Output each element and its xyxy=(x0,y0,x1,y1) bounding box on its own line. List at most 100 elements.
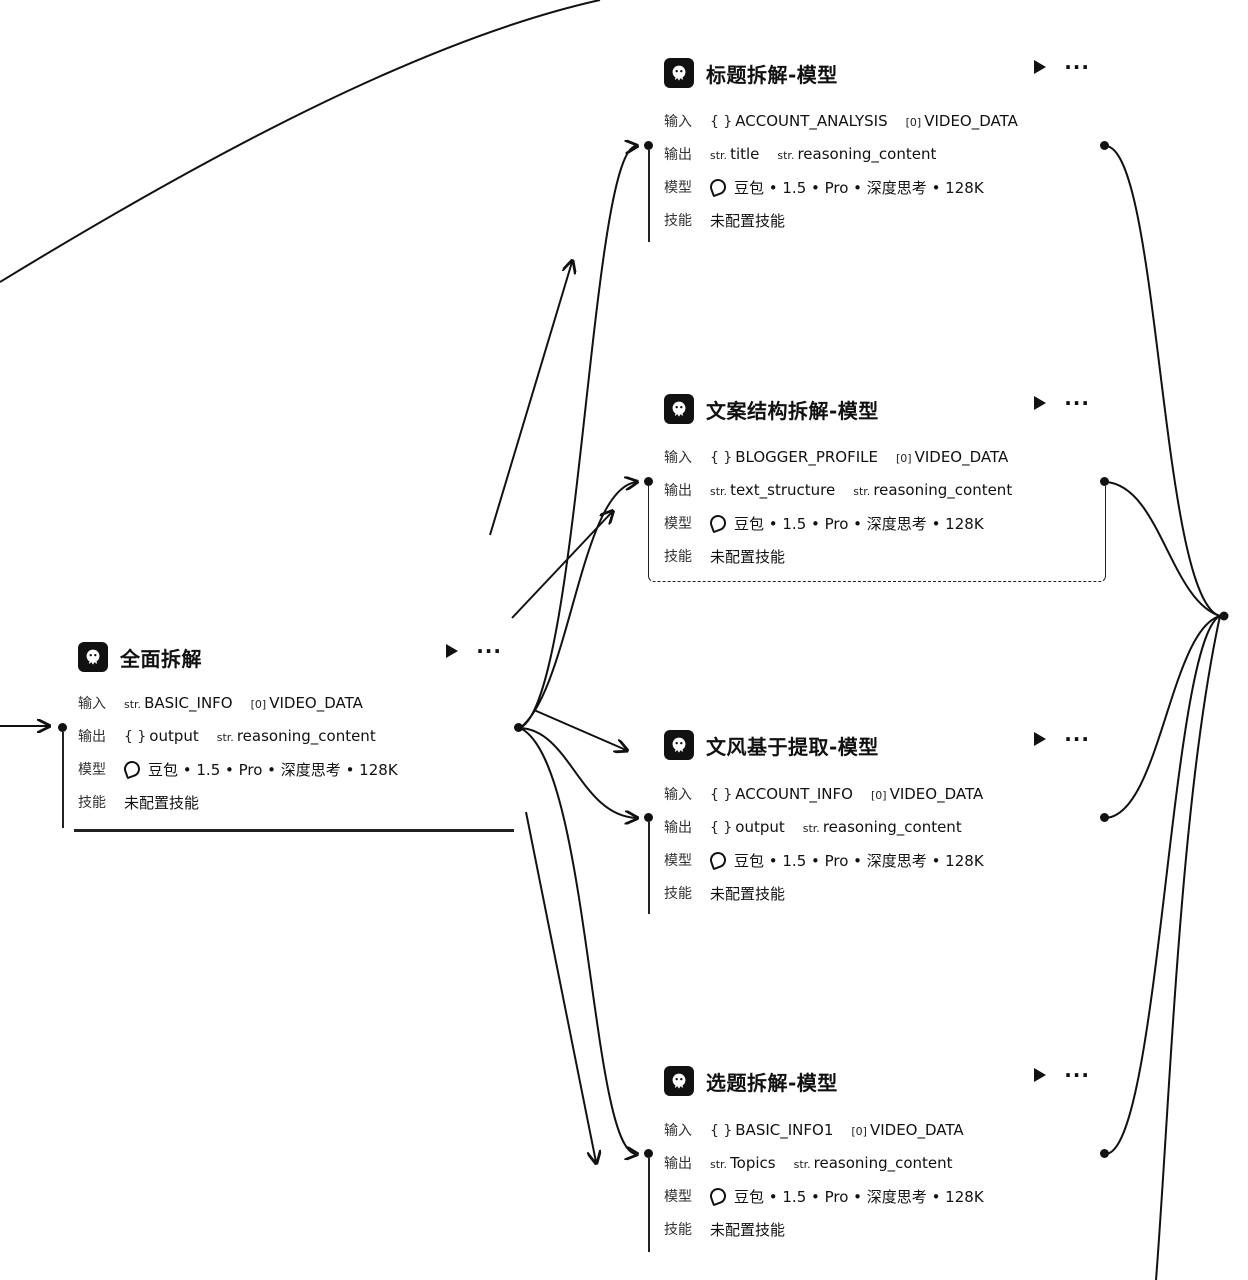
play-icon[interactable] xyxy=(1034,732,1047,746)
play-icon[interactable] xyxy=(1034,396,1047,410)
output-param[interactable]: str.Topics xyxy=(710,1154,776,1172)
node-title: 文风基于提取-模型 xyxy=(706,734,879,759)
output-port[interactable] xyxy=(1100,477,1109,486)
output-label: 输出 xyxy=(78,729,106,745)
input-param[interactable]: [0]VIDEO_DATA xyxy=(906,112,1018,130)
agent-icon xyxy=(664,730,694,760)
type-tag: str. xyxy=(802,822,820,835)
skill-value[interactable]: 未配置技能 xyxy=(710,884,786,903)
param-name: reasoning_content xyxy=(813,1154,953,1172)
model-name[interactable]: 豆包 • 1.5 • Pro • 深度思考 • 128K xyxy=(734,178,984,197)
end-port xyxy=(1219,611,1229,621)
node-left-border xyxy=(648,1158,650,1252)
input-port[interactable] xyxy=(644,813,653,822)
edge-stray-2 xyxy=(511,512,612,619)
input-port[interactable] xyxy=(644,1149,653,1158)
input-port[interactable] xyxy=(644,477,653,486)
node-header: 全面拆解 ··· xyxy=(78,640,502,674)
output-row: 输出 { }output str.reasoning_content xyxy=(78,723,394,749)
input-port[interactable] xyxy=(58,723,67,732)
output-param[interactable]: str.reasoning_content xyxy=(853,481,1012,499)
type-tag: [0] xyxy=(870,789,887,802)
input-param[interactable]: [0]VIDEO_DATA xyxy=(251,694,363,712)
param-name: VIDEO_DATA xyxy=(924,112,1018,130)
input-port[interactable] xyxy=(644,141,653,150)
output-param[interactable]: str.reasoning_content xyxy=(794,1154,953,1172)
model-name[interactable]: 豆包 • 1.5 • Pro • 深度思考 • 128K xyxy=(148,760,398,779)
input-param[interactable]: { }BASIC_INFO1 xyxy=(710,1121,833,1139)
skill-value[interactable]: 未配置技能 xyxy=(710,211,786,230)
node-title: 文案结构拆解-模型 xyxy=(706,398,879,423)
input-param[interactable]: { }ACCOUNT_ANALYSIS xyxy=(710,112,888,130)
node-title-split[interactable]: 标题拆解-模型 ··· 输入 { }ACCOUNT_ANALYSIS [0]VI… xyxy=(664,56,1124,256)
param-name: reasoning_content xyxy=(822,818,962,836)
model-label: 模型 xyxy=(78,762,106,778)
input-param[interactable]: { }ACCOUNT_INFO xyxy=(710,785,853,803)
output-param[interactable]: str.reasoning_content xyxy=(803,818,962,836)
output-param[interactable]: str.title xyxy=(710,145,759,163)
param-name: VIDEO_DATA xyxy=(914,448,1009,466)
input-row: 输入 { }BLOGGER_PROFILE [0]VIDEO_DATA xyxy=(664,444,1026,470)
input-param[interactable]: [0]VIDEO_DATA xyxy=(851,1121,963,1139)
output-param[interactable]: str.text_structure xyxy=(710,481,835,499)
edge-end-down xyxy=(1155,615,1221,1280)
doubao-model-icon xyxy=(121,758,143,780)
output-port[interactable] xyxy=(514,723,523,732)
input-param[interactable]: { }BLOGGER_PROFILE xyxy=(710,448,878,466)
node-topic-split[interactable]: 选题拆解-模型 ··· 输入 { }BASIC_INFO1 [0]VIDEO_D… xyxy=(664,1064,1124,1264)
output-param[interactable]: { }output xyxy=(124,727,199,745)
model-name[interactable]: 豆包 • 1.5 • Pro • 深度思考 • 128K xyxy=(734,851,984,870)
model-row: 模型 豆包 • 1.5 • Pro • 深度思考 • 128K xyxy=(664,174,984,200)
input-param[interactable]: str.BASIC_INFO xyxy=(124,694,233,712)
edge-source-to-title-split xyxy=(519,146,636,729)
type-tag: [0] xyxy=(851,1125,867,1138)
play-icon[interactable] xyxy=(1034,60,1047,74)
output-label: 输出 xyxy=(664,147,692,163)
input-param[interactable]: [0]VIDEO_DATA xyxy=(896,448,1008,466)
node-copy-structure[interactable]: 文案结构拆解-模型 ··· 输入 { }BLOGGER_PROFILE [0]V… xyxy=(664,392,1124,592)
more-icon[interactable]: ··· xyxy=(1064,727,1090,751)
input-row: 输入 { }BASIC_INFO1 [0]VIDEO_DATA xyxy=(664,1117,982,1143)
edge-stray-3 xyxy=(533,709,626,750)
param-name: reasoning_content xyxy=(797,145,937,163)
output-port[interactable] xyxy=(1100,813,1109,822)
param-name: output xyxy=(149,727,199,745)
output-port[interactable] xyxy=(1100,1149,1109,1158)
output-row: 输出 str.Topics str.reasoning_content xyxy=(664,1150,971,1176)
output-label: 输出 xyxy=(664,483,692,499)
skill-row: 技能 未配置技能 xyxy=(78,789,199,815)
input-param[interactable]: [0]VIDEO_DATA xyxy=(871,785,983,803)
output-port[interactable] xyxy=(1100,141,1109,150)
model-row: 模型 豆包 • 1.5 • Pro • 深度思考 • 128K xyxy=(664,847,984,873)
output-param[interactable]: str.reasoning_content xyxy=(777,145,936,163)
skill-value[interactable]: 未配置技能 xyxy=(710,1220,786,1239)
type-tag: str. xyxy=(853,485,871,498)
param-name: BLOGGER_PROFILE xyxy=(735,448,878,466)
type-tag: str. xyxy=(710,485,728,498)
model-name[interactable]: 豆包 • 1.5 • Pro • 深度思考 • 128K xyxy=(734,514,984,533)
input-row: 输入 { }ACCOUNT_INFO [0]VIDEO_DATA xyxy=(664,781,1001,807)
play-icon[interactable] xyxy=(1034,1068,1047,1082)
node-header: 标题拆解-模型 ··· xyxy=(664,56,1090,90)
model-name[interactable]: 豆包 • 1.5 • Pro • 深度思考 • 128K xyxy=(734,1187,984,1206)
model-row: 模型 豆包 • 1.5 • Pro • 深度思考 • 128K xyxy=(664,510,984,536)
more-icon[interactable]: ··· xyxy=(476,639,502,663)
node-title: 全面拆解 xyxy=(120,646,202,671)
type-tag: { } xyxy=(710,787,733,803)
output-row: 输出 str.title str.reasoning_content xyxy=(664,141,954,167)
type-tag: [0] xyxy=(905,116,922,129)
output-param[interactable]: str.reasoning_content xyxy=(217,727,376,745)
more-icon[interactable]: ··· xyxy=(1064,1063,1090,1087)
node-full-analysis[interactable]: 全面拆解 ··· 输入 str.BASIC_INFO [0]VIDEO_DATA… xyxy=(74,640,538,840)
more-icon[interactable]: ··· xyxy=(1064,55,1090,79)
output-param[interactable]: { }output xyxy=(710,818,785,836)
skill-value[interactable]: 未配置技能 xyxy=(124,793,200,812)
play-icon[interactable] xyxy=(446,644,459,658)
node-style-extract[interactable]: 文风基于提取-模型 ··· 输入 { }ACCOUNT_INFO [0]VIDE… xyxy=(664,728,1124,928)
skill-value[interactable]: 未配置技能 xyxy=(710,547,786,566)
type-tag: str. xyxy=(777,149,795,162)
more-icon[interactable]: ··· xyxy=(1064,391,1090,415)
skill-label: 技能 xyxy=(664,549,692,565)
